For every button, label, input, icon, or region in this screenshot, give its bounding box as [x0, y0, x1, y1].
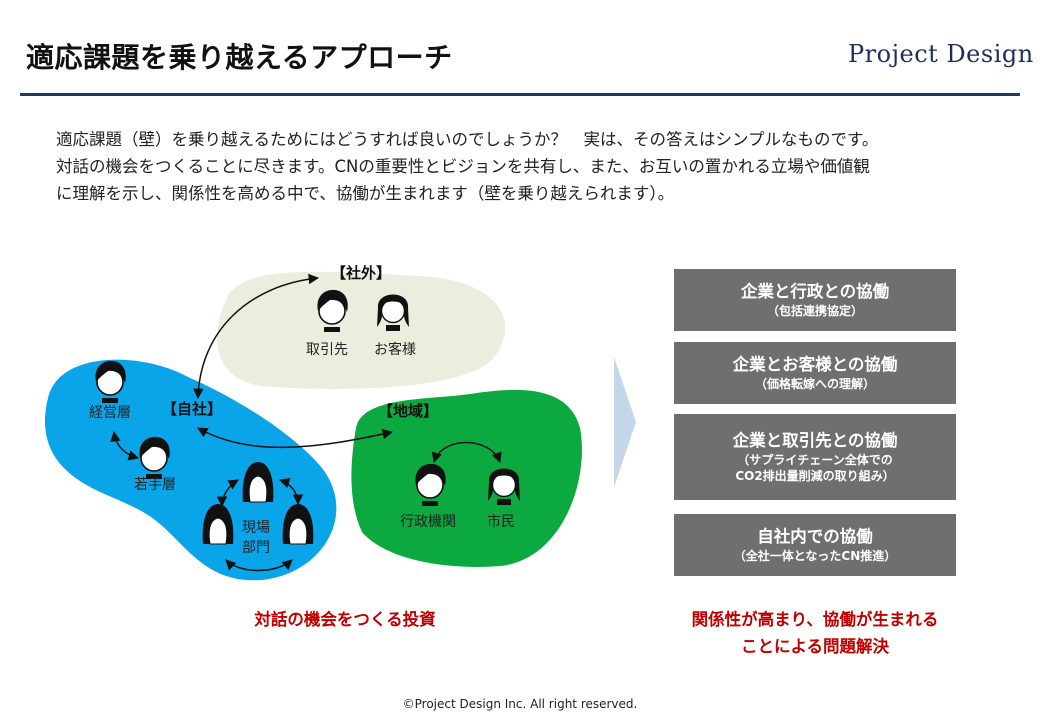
company-logo: Project Design: [848, 40, 1034, 68]
collaboration-title: 企業と取引先との協働: [732, 431, 898, 450]
collaboration-box: 企業と取引先との協働 （サプライチェーン全体での CO2排出量削減の取り組み）: [674, 414, 956, 500]
collaboration-title: 自社内での協働: [757, 527, 873, 546]
arrow-field-right: [279, 478, 304, 506]
collaboration-detail: （価格転嫁への理解）: [754, 377, 875, 391]
collaboration-box: 企業と行政との協働 （包括連携協定）: [674, 269, 956, 331]
copyright-footer: ©Project Design Inc. All right reserved.: [402, 697, 638, 711]
label-customer: お客様: [374, 342, 416, 358]
external-area: [217, 271, 506, 389]
label-young: 若手層: [134, 477, 176, 493]
label-field-line: 現場: [242, 520, 270, 536]
intro-line: 対話の機会をつくることに尽きます。CNの重要性とビジョンを共有し、また、お互いの…: [56, 157, 870, 176]
intro-text: 適応課題（壁）を乗り越えるためにはどうすれば良いのでしょうか？ 実は、その答えは…: [56, 126, 996, 207]
collaboration-box: 自社内での協働 （全社一体となったCN推進）: [674, 514, 956, 576]
arrow-field-left: [216, 479, 239, 508]
collaboration-detail: （全社一体となったCN推進）: [733, 549, 897, 563]
arrow-field-bottom: [225, 559, 293, 572]
arrow-government-citizen: [431, 441, 502, 464]
region-area: [351, 389, 582, 567]
label-supplier: 取引先: [306, 342, 348, 358]
group-label-company: 【自社】: [162, 400, 223, 418]
page-title: 適応課題を乗り越えるアプローチ: [26, 41, 453, 74]
collaboration-box: 企業とお客様との協働 （価格転嫁への理解）: [674, 342, 956, 404]
collaboration-title: 企業とお客様との協働: [732, 355, 898, 374]
label-citizen: 市民: [487, 514, 515, 530]
label-government: 行政機関: [400, 514, 456, 530]
arrow-company-external: [193, 273, 320, 400]
collaboration-detail: （包括連携協定）: [766, 304, 863, 318]
collaboration-title: 企業と行政との協働: [740, 282, 890, 301]
result-line: ことによる問題解決: [740, 637, 889, 656]
label-field: 現場 部門: [242, 518, 270, 558]
label-field-line: 部門: [242, 540, 270, 556]
result-line: 関係性が高まり、協働が生まれる: [691, 610, 939, 629]
result-text: 関係性が高まり、協働が生まれる ことによる問題解決: [660, 606, 970, 660]
collaboration-detail: （サプライチェーン全体での: [737, 453, 893, 467]
header-divider: [20, 93, 1020, 96]
intro-line: 適応課題（壁）を乗り越えるためにはどうすれば良いのでしょうか？ 実は、その答えは…: [56, 130, 879, 149]
label-management: 経営層: [89, 405, 131, 421]
group-label-external: 【社外】: [331, 264, 392, 282]
intro-line: に理解を示し、関係性を高める中で、協働が生まれます（壁を乗り越えられます）。: [56, 184, 675, 203]
arrow-company-region: [197, 427, 394, 449]
transition-arrow-icon: [614, 357, 636, 487]
collaboration-detail: CO2排出量削減の取り組み）: [735, 469, 895, 483]
diagram-caption: 対話の機会をつくる投資: [254, 610, 436, 629]
arrow-management-young: [110, 430, 140, 461]
group-label-region: 【地域】: [378, 402, 439, 420]
company-area: [44, 359, 337, 581]
